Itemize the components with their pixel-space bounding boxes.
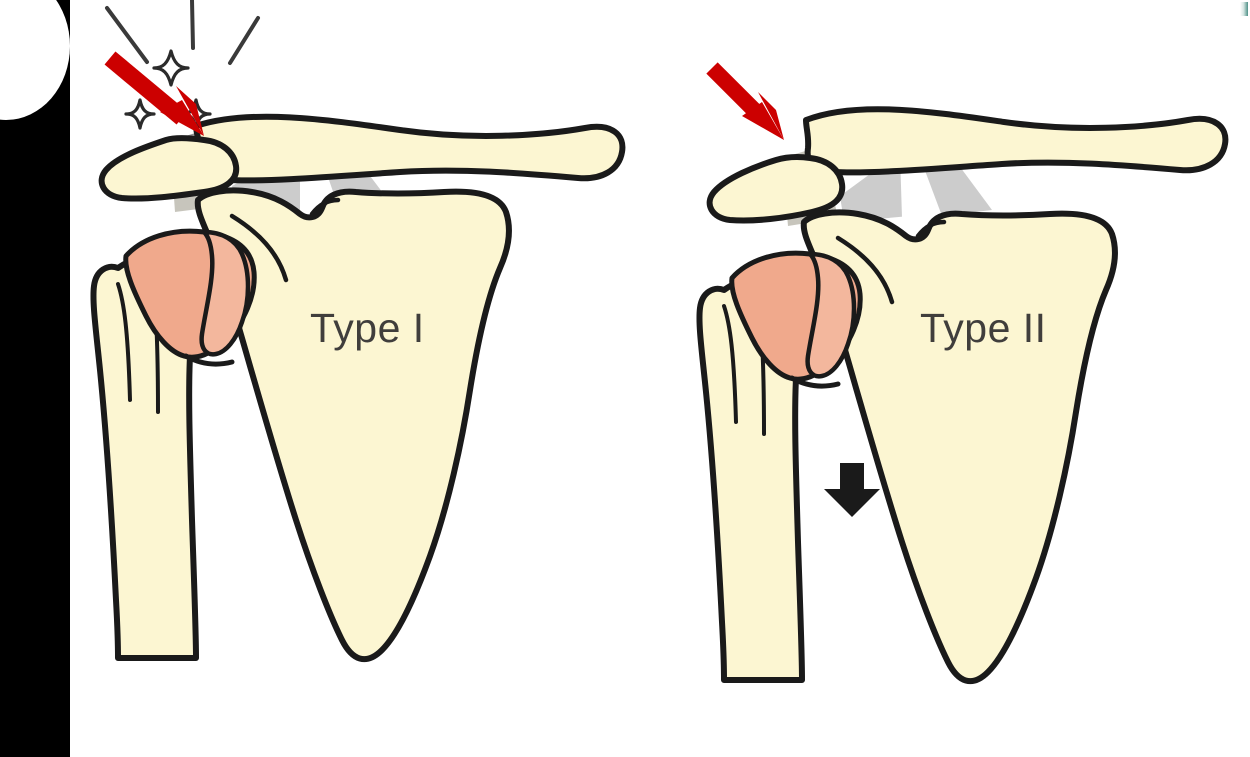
impact-radiating-lines-type-i [105, 0, 260, 65]
type-i-anatomy [90, 113, 626, 663]
panel-label-type-i: Type I [310, 305, 425, 351]
scapula-body-type-i [194, 187, 512, 663]
humeral-cartilage-crescent-type-i [199, 229, 251, 357]
displacement-arrow-type-ii [824, 463, 880, 517]
acromion-type-ii [706, 153, 846, 224]
impact-arrow-type-ii [706, 62, 784, 140]
type-ii-anatomy [696, 106, 1229, 685]
panel-label-type-ii: Type II [920, 305, 1047, 351]
glenoid-contour-type-ii [835, 235, 895, 305]
clavicle-type-ii [803, 106, 1229, 176]
humeral-neck-type-ii [789, 375, 841, 389]
humeral-neck-type-i [183, 353, 235, 367]
clavicle-type-i [193, 113, 626, 184]
greater-tuberosity-line-type-ii [722, 304, 738, 424]
acromion-type-i [98, 135, 240, 202]
coracoid-process-type-ii [915, 219, 947, 239]
greater-tuberosity-line-type-i [116, 282, 132, 402]
scapula-body-type-ii [800, 209, 1118, 685]
impact-arrow-type-i [104, 51, 204, 136]
panel-type-i: Type I [90, 0, 626, 663]
glenoid-contour-type-i [229, 213, 289, 283]
coracoid-process-type-i [309, 197, 341, 217]
humeral-cartilage-crescent-type-ii [805, 251, 857, 379]
panel-type-ii: Type II [696, 62, 1229, 685]
left-black-band [0, 0, 70, 757]
teal-artifact [1240, 2, 1248, 16]
